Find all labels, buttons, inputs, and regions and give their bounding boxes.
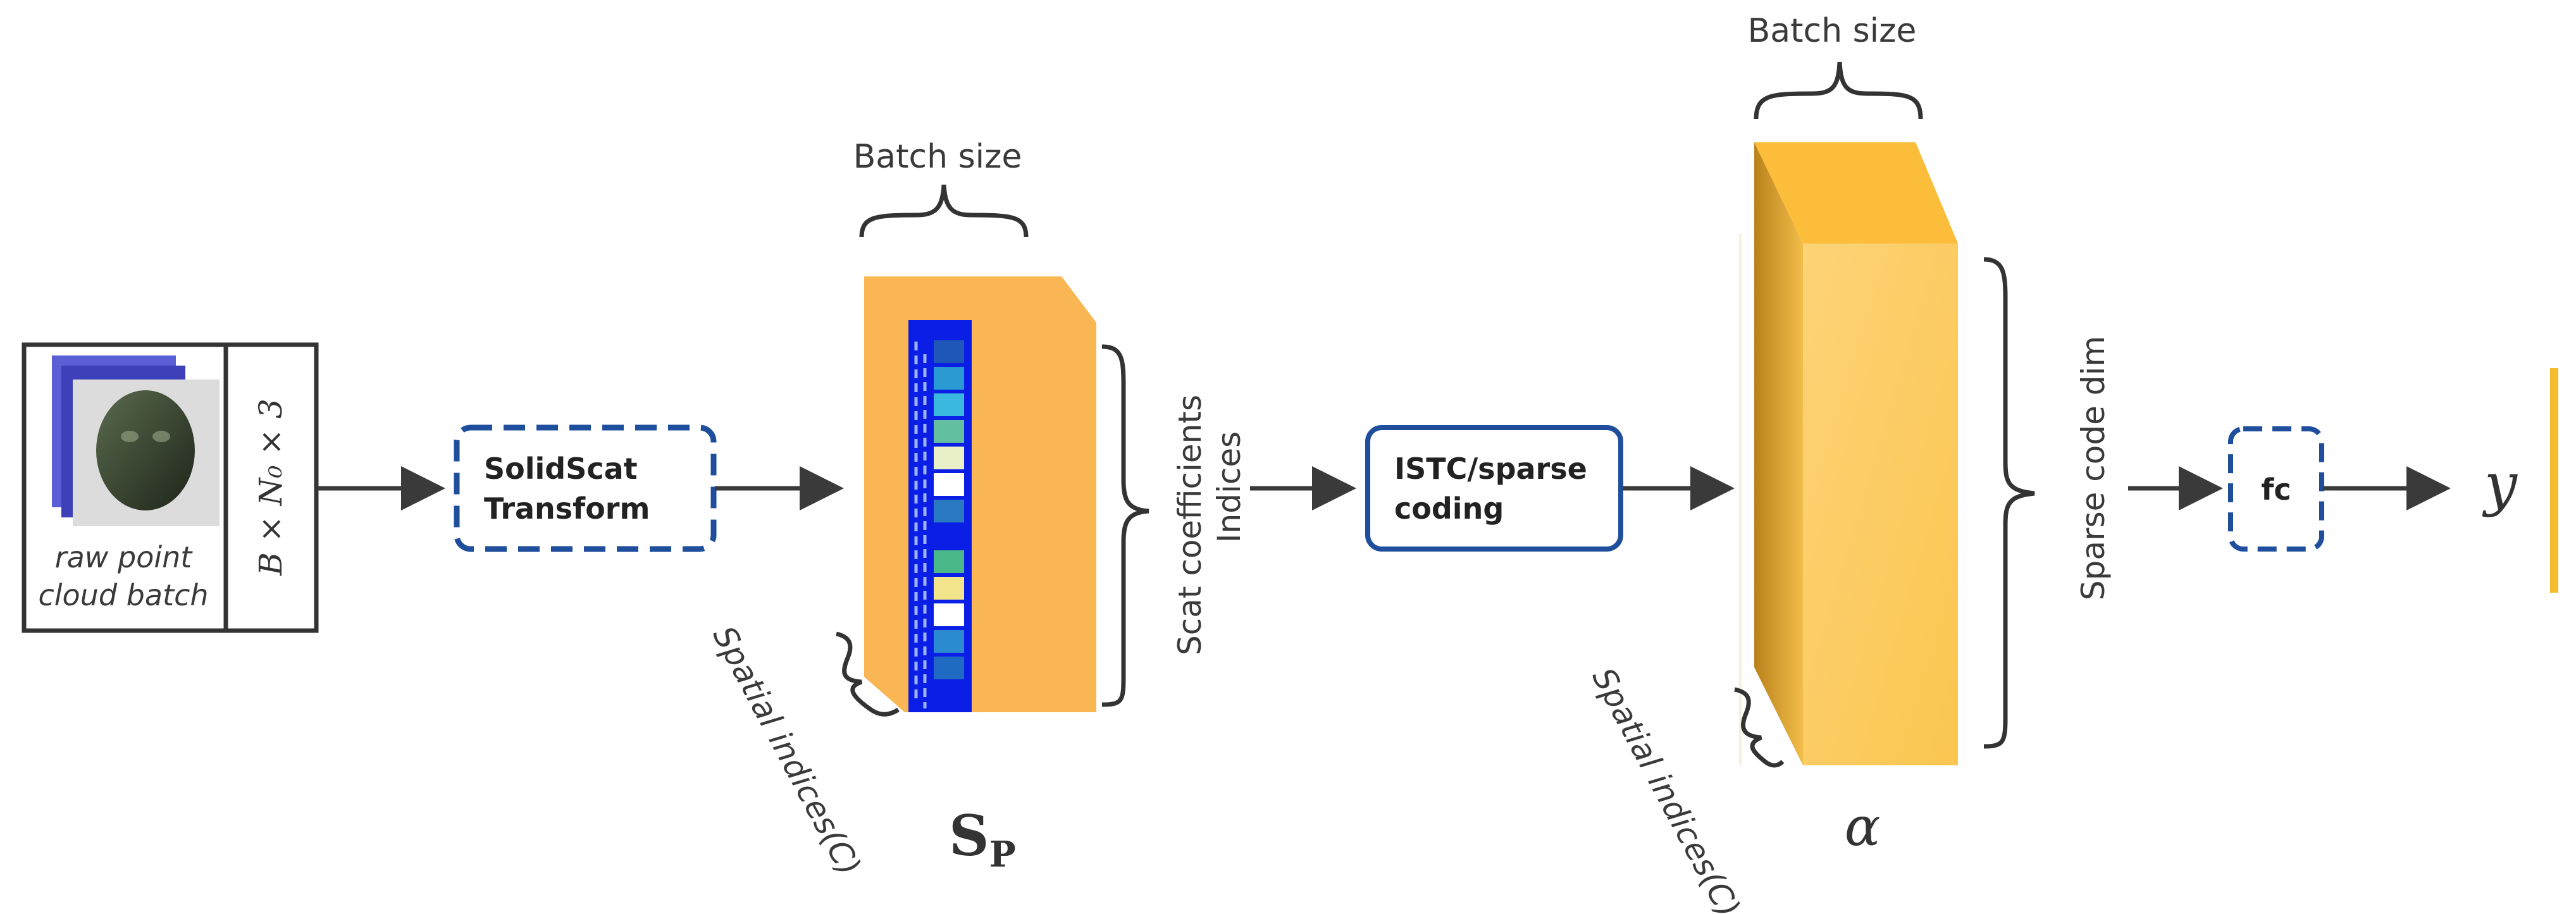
input-caption-line1: raw point: [55, 540, 194, 574]
solidscat-label-line2: Transform: [484, 491, 650, 526]
alpha-tensor: Batch size Sparse code dim Spatial indic…: [1585, 12, 2112, 914]
output-symbol: y: [2482, 450, 2518, 518]
alpha-symbol: α: [1845, 796, 1881, 858]
alpha-top-face: [1754, 142, 1958, 244]
sp-tensor-body: [864, 276, 1096, 712]
alpha-front-face: [1803, 244, 1958, 765]
alpha-batch-brace: [1754, 61, 1923, 120]
istc-label-line2: coding: [1394, 491, 1504, 526]
istc-label-line1: ISTC/sparse: [1394, 452, 1587, 486]
sp-grid-cells: [914, 340, 964, 708]
alpha-side-face: [1754, 142, 1803, 765]
sp-spatial-brace: [836, 631, 900, 717]
input-block: raw point cloud batch B × N₀ × 3: [22, 342, 319, 633]
output-vector-bar: [2550, 368, 2558, 593]
sp-batch-size-label: Batch size: [853, 138, 1022, 176]
point-cloud-face-icon: [96, 390, 195, 510]
sp-batch-brace: [859, 184, 1029, 238]
solidscat-transform-box[interactable]: SolidScat Transform: [454, 424, 717, 552]
sp-coeff-brace: [1101, 344, 1149, 707]
sp-tensor: Batch size Scat coef: [705, 138, 1248, 882]
fc-label: fc: [2261, 472, 2291, 507]
face-eye-right: [152, 431, 170, 442]
sp-tensor-corner-cut: [1062, 276, 1096, 323]
alpha-batch-size-label: Batch size: [1748, 12, 1917, 50]
fc-box[interactable]: fc: [2228, 426, 2324, 552]
fc-box-border: [2228, 426, 2324, 552]
istc-sparse-coding-box[interactable]: ISTC/sparse coding: [1365, 425, 1623, 552]
alpha-spatial-label: Spatial indices(C): [1585, 662, 1747, 914]
sp-spatial-label: Spatial indices(C): [705, 620, 868, 882]
alpha-spatial-brace: [1734, 687, 1785, 768]
solidscat-box-border: [454, 424, 717, 552]
input-caption-line2: cloud batch: [38, 578, 208, 612]
face-eye-left: [121, 431, 139, 442]
sp-coeff-label-line1: Scat coefficients: [1172, 395, 1208, 655]
istc-box-border: [1365, 425, 1623, 552]
sp-coeff-label-line2: Indices: [1211, 431, 1248, 543]
solidscat-label-line1: SolidScat: [484, 452, 638, 486]
sp-tensor-corner-cut-bottom: [864, 677, 905, 712]
alpha-sparse-dim-brace: [1983, 257, 2035, 749]
alpha-sparse-dim-label: Sparse code dim: [2075, 336, 2112, 600]
sp-symbol: SP: [949, 803, 1016, 875]
input-dims-label: B × N₀ × 3: [252, 398, 289, 576]
